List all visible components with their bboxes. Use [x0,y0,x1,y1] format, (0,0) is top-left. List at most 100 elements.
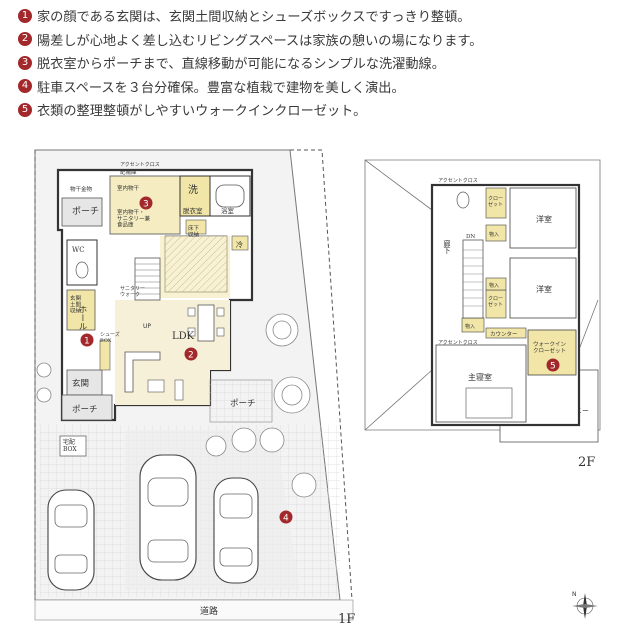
room-label-storage: 物入 [465,323,475,330]
room-label-genkan: 玄関 [72,378,89,389]
room-label-western: 洋室 [536,284,552,294]
western-room-1 [509,187,577,249]
toilet [456,191,470,209]
marker-badge: 5 [546,358,560,372]
note-number-badge: 1 [18,8,32,23]
floor2-label: 2F [578,455,595,470]
floor1-plan: 道路 1F UP [34,149,355,627]
room-label-storage: 玄関土間収納 [70,294,82,315]
compass-icon: N [572,591,598,619]
note-number-badge: 3 [18,55,32,70]
room-label-bath: 浴室 [221,206,235,215]
svg-text:2: 2 [188,351,194,361]
svg-text:1: 1 [84,337,90,347]
room-label-acc-cross: アクセントクロス [438,178,478,184]
marker-badge: 3 [139,196,153,210]
room-label-ldk: LDK [172,331,195,342]
car-icon [139,454,197,581]
room-label-western: 洋室 [536,214,552,224]
marker-badge: 1 [80,333,94,347]
room-label-porch-bottom: ポーチ [72,405,98,415]
porch-bottom [61,394,113,421]
room-label-sanitary-walk: サニタリーウォーク [120,285,145,298]
car-icon [213,477,259,584]
room-label-master: 主寝室 [468,372,492,382]
entrance-storage [66,289,96,331]
room-label-porch-top: ポーチ [72,206,99,217]
note-number-badge: 2 [18,32,32,47]
note-text: 家の顔である玄関は、玄関土間収納とシューズボックスですっきり整頓。 [37,10,471,26]
note-text: 駐車スペースを３台分確保。豊富な植栽で建物を美しく演出。 [37,80,405,96]
room-label-porch-right: ポーチ [230,399,256,409]
stair-up-label: UP [143,323,151,330]
room-label-kitchen: 冷 [236,240,243,249]
room-label-sanitary: 室内物干・サニタリー兼食品庫 [117,208,151,229]
svg-text:4: 4 [283,514,289,524]
porch-right [209,379,273,423]
dining-area [160,236,230,298]
stair [134,257,161,301]
note-item: 4 駐車スペースを３台分確保。豊富な植栽で建物を美しく演出。 [18,75,618,99]
dining-table [197,304,215,342]
room-label-storage: 物入 [489,231,499,238]
sofa [124,351,161,393]
room-label-outdoor-storage: 物干金物 [70,185,93,193]
svg-text:5: 5 [550,362,556,372]
stairwell [462,239,484,319]
room-label-counter: カウンター [490,330,518,338]
svg-text:3: 3 [143,200,149,210]
note-number-badge: 5 [18,102,32,117]
room-label-storage: 物入 [489,282,499,289]
room-label-wc: WC [72,246,85,254]
storage [485,224,507,242]
room-label-wash: 洗 [188,184,198,196]
svg-text:N: N [572,591,577,598]
floor2-plan: バルコニー アクセントクロス クローゼット 物入 洋室 DN 廊下 物入 [364,159,601,470]
room-label-window-band: 紀陽庫 [120,168,137,176]
fridge [231,235,249,251]
roof-outline [364,159,601,431]
tv-board [174,379,184,401]
bathtub [215,184,245,208]
note-text: 衣類の整理整頓がしやすいウォークインクローゼット。 [37,104,367,120]
room-label-hall: ホール [77,305,87,331]
porch-top [61,197,103,227]
road-label: 道路 [200,605,218,617]
room-label-closet: クローゼット [488,196,503,208]
lot-boundary-dashed [290,149,353,601]
plant-icon [36,313,317,498]
room-label-accent-cross: アクセントクロス [120,162,160,168]
note-item: 1 家の顔である玄関は、玄関土間収納とシューズボックスですっきり整頓。 [18,4,618,28]
genkan [66,369,103,396]
floor-storage [185,219,207,235]
note-item: 2 陽差しが心地よく差し込むリビングスペースは家族の憩いの場になります。 [18,28,618,52]
room-label-acc-cross: アクセントクロス [438,340,478,346]
note-text: 陽差しが心地よく差し込むリビングスペースは家族の憩いの場になります。 [37,33,483,49]
storage [485,277,507,291]
marker-badge: 2 [184,347,198,361]
note-number-badge: 4 [18,79,32,94]
closet [485,187,507,219]
delivery-box [59,435,87,457]
room-label-floor-storage: 床下収納 [188,224,200,238]
feature-notes: 1 家の顔である玄関は、玄関土間収納とシューズボックスですっきり整頓。 2 陽差しが… [18,4,618,122]
marker-badge: 4 [279,510,293,524]
room-label-dn: DN [466,234,475,240]
western-room-2 [509,257,577,319]
room-label-hall: 廊下 [443,239,451,255]
room-label-wic: ウォークインクローゼット [533,340,567,354]
shoes-box [99,339,111,371]
note-item: 5 衣類の整理整頓がしやすいウォークインクローゼット。 [18,98,618,122]
room-label-indoor-dry: 室内物干 [117,184,140,192]
note-text: 脱衣室からポーチまで、直線移動が可能になるシンプルな洗濯動線。 [37,57,445,73]
room-label-closet: クローゼット [488,296,503,308]
floor1-label: 1F [338,612,355,627]
car-icon [47,489,95,591]
room-label-dressing: 脱衣室 [183,206,203,215]
toilet [75,261,89,279]
note-item: 3 脱衣室からポーチまで、直線移動が可能になるシンプルな洗濯動線。 [18,51,618,75]
road [34,599,354,621]
bed [465,387,513,419]
